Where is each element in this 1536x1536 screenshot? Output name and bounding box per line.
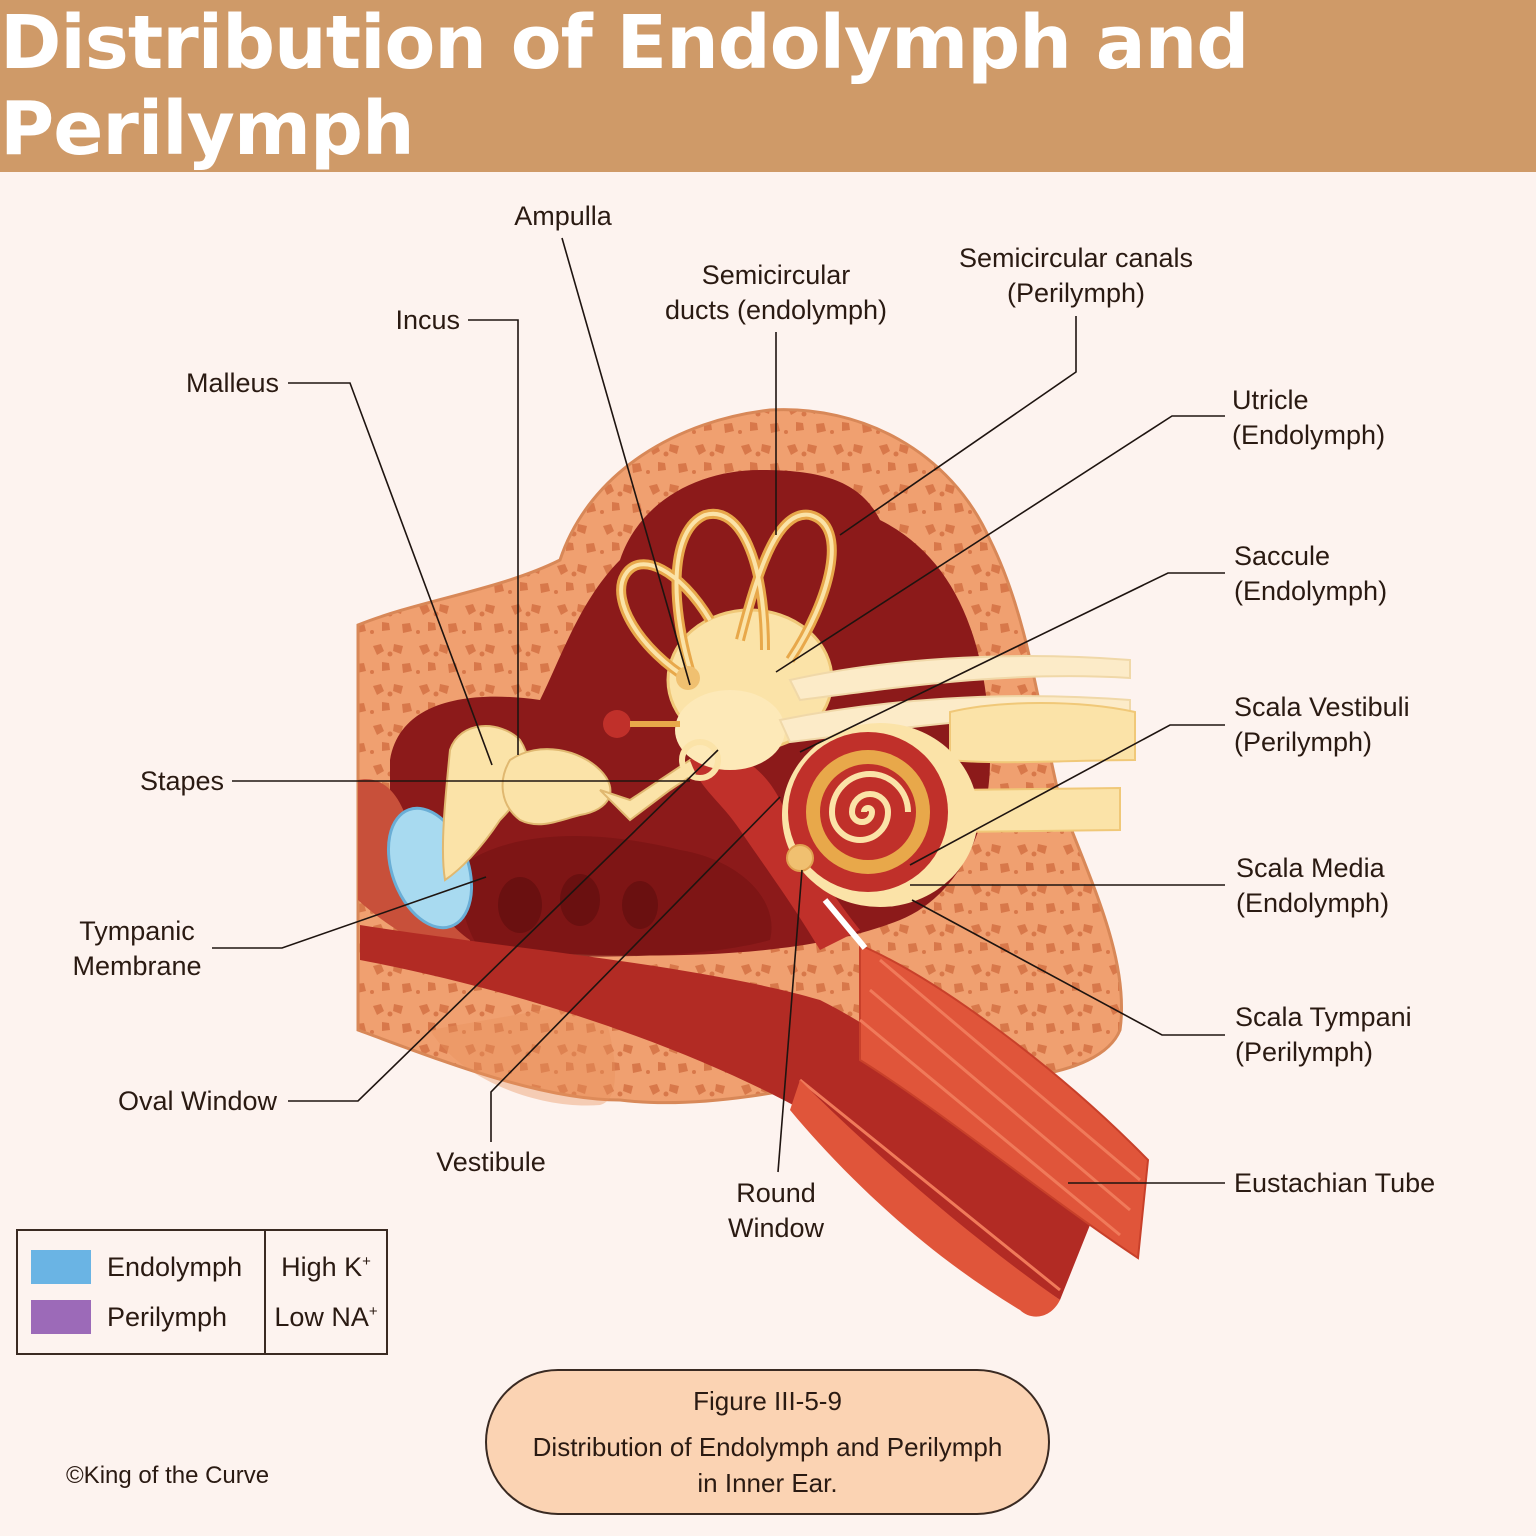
label-ampulla: Ampulla — [514, 201, 613, 231]
caption-line-2: in Inner Ear. — [697, 1468, 838, 1498]
caption-line-1: Distribution of Endolymph and Perilymph — [532, 1432, 1003, 1462]
label-semicircular-ducts: Semicircular — [702, 260, 851, 290]
oval-window — [679, 739, 721, 781]
semicircular-duct — [738, 512, 834, 662]
label-tympanic-membrane: Tympanic — [79, 916, 195, 946]
legend-label-endolymph: Endolymph — [107, 1251, 243, 1282]
label-semicircular-canals-sub: (Perilymph) — [1007, 278, 1145, 308]
label-scala-media-sub: (Endolymph) — [1236, 888, 1389, 918]
legend-values: High K+ Low NA+ — [266, 1231, 386, 1353]
cochlear-nerve — [949, 702, 1136, 764]
incus — [501, 748, 612, 826]
value-text: Low NA — [274, 1301, 369, 1332]
label-scala-tympani-sub: (Perilymph) — [1235, 1037, 1373, 1067]
label-tympanic-membrane-sub: Membrane — [72, 951, 201, 981]
leader-lines — [212, 237, 1225, 1184]
saccule — [675, 690, 785, 770]
legend-items: Endolymph Perilymph — [18, 1231, 266, 1353]
label-scala-tympani: Scala Tympani — [1235, 1002, 1412, 1032]
label-incus: Incus — [395, 305, 460, 335]
legend-label-perilymph: Perilymph — [107, 1301, 228, 1332]
label-malleus: Malleus — [186, 368, 279, 398]
label-semicircular-canals: Semicircular canals — [959, 243, 1193, 273]
figure-caption: Figure III-5-9 Distribution of Endolymph… — [485, 1369, 1050, 1515]
legend-value-high-k: High K+ — [281, 1242, 371, 1292]
legend-value-low-na: Low NA+ — [274, 1292, 377, 1342]
lower-muscle — [790, 1080, 1060, 1317]
round-window — [786, 844, 814, 872]
cavity-pocket — [498, 877, 542, 933]
title-banner: Distribution of Endolymph and Perilymph — [0, 0, 1536, 172]
label-round-window: Round — [736, 1178, 816, 1208]
label-saccule: Saccule — [1234, 541, 1330, 571]
copyright: ©King of the Curve — [66, 1462, 270, 1489]
semicircular-duct — [619, 562, 712, 682]
label-vestibule: Vestibule — [436, 1147, 546, 1177]
bone-lower-lobe — [430, 1000, 615, 1106]
cartilage-strip — [822, 898, 868, 950]
value-sup: + — [368, 1302, 378, 1320]
label-semicircular-ducts-sub: ducts (endolymph) — [665, 295, 887, 325]
value-text: High K — [281, 1251, 363, 1282]
legend-item-endolymph: Endolymph — [18, 1242, 264, 1292]
cavity-pocket — [560, 874, 600, 926]
label-scala-vestibuli: Scala Vestibuli — [1234, 692, 1410, 722]
legend: Endolymph Perilymph High K+ Low NA+ — [16, 1229, 388, 1355]
figure-number: Figure III-5-9 — [693, 1386, 842, 1416]
label-scala-media: Scala Media — [1236, 853, 1386, 883]
vestibular-nerve — [788, 655, 1131, 702]
label-stapes: Stapes — [140, 766, 224, 796]
muscle-fibers — [799, 958, 1141, 1312]
label-round-window-sub: Window — [728, 1213, 825, 1243]
label-eustachian-tube: Eustachian Tube — [1234, 1168, 1435, 1198]
label-saccule-sub: (Endolymph) — [1234, 576, 1387, 606]
label-utricle-sub: (Endolymph) — [1232, 420, 1385, 450]
label-utricle: Utricle — [1232, 385, 1309, 415]
vestibule — [690, 752, 860, 950]
small-red-nodule — [603, 710, 631, 738]
legend-item-perilymph: Perilymph — [18, 1292, 264, 1342]
endolymph-swatch — [31, 1250, 91, 1284]
page-title: Distribution of Endolymph and Perilymph — [0, 0, 1249, 172]
value-sup: + — [362, 1252, 371, 1270]
cavity-inner — [461, 836, 772, 957]
cochlea-spiral — [828, 771, 911, 843]
cavity-pocket — [622, 881, 658, 929]
label-scala-vestibuli-sub: (Perilymph) — [1234, 727, 1372, 757]
label-oval-window: Oval Window — [118, 1086, 278, 1116]
perilymph-swatch — [31, 1300, 91, 1334]
